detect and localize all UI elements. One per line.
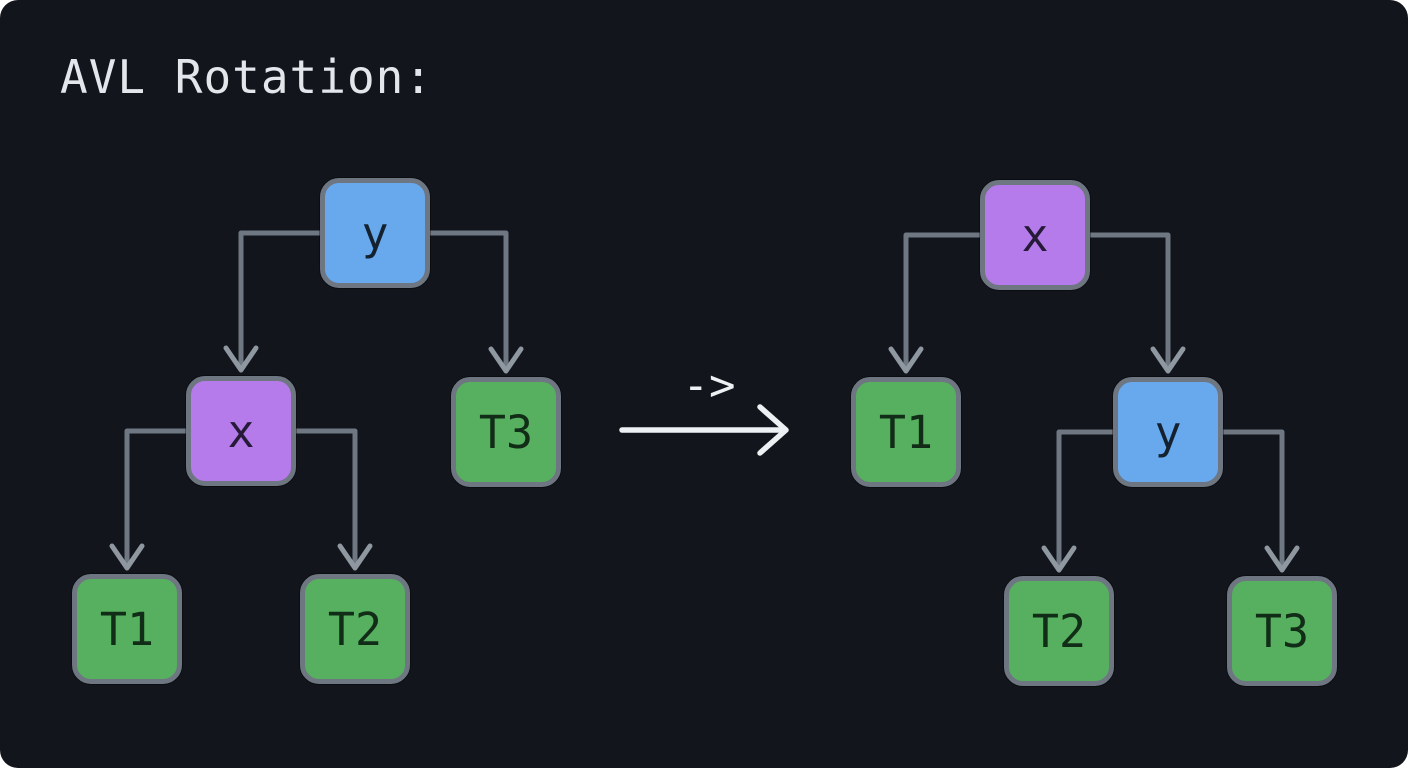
- tree-node-before-T1: T1: [72, 574, 182, 684]
- tree-node-before-x: x: [186, 376, 296, 486]
- edge-after-x-y: [1087, 232, 1171, 372]
- arrowhead-icon-before-x: [223, 345, 259, 373]
- edge-before-y-T3: [427, 230, 509, 372]
- arrowhead-icon-after-T3: [1264, 545, 1300, 573]
- transform-arrow-label: ->: [682, 360, 736, 411]
- tree-node-before-T3: T3: [451, 377, 561, 487]
- tree-node-after-T3: T3: [1227, 576, 1337, 686]
- arrowhead-icon-after-T1: [888, 346, 924, 374]
- tree-node-before-T2: T2: [300, 574, 410, 684]
- edge-before-x-T2: [293, 428, 358, 569]
- arrowhead-icon-after-T2: [1041, 545, 1077, 573]
- edge-before-x-T1: [124, 428, 189, 569]
- tree-node-before-y: y: [320, 178, 430, 288]
- arrowhead-icon-before-T1: [109, 543, 145, 571]
- tree-node-after-T2: T2: [1004, 576, 1114, 686]
- tree-node-after-x: x: [980, 180, 1090, 290]
- tree-node-after-y: y: [1113, 377, 1223, 487]
- edge-after-y-T3: [1220, 429, 1285, 571]
- arrowhead-icon-before-T2: [337, 543, 373, 571]
- tree-node-after-T1: T1: [851, 377, 961, 487]
- arrowhead-icon-after-y: [1150, 346, 1186, 374]
- edge-before-y-x: [238, 230, 323, 371]
- edge-after-x-T1: [903, 232, 983, 372]
- arrowhead-icon-before-T3: [488, 346, 524, 374]
- page-title: AVL Rotation:: [60, 50, 434, 104]
- right-arrow-icon: [619, 404, 789, 456]
- edge-after-y-T2: [1056, 429, 1116, 571]
